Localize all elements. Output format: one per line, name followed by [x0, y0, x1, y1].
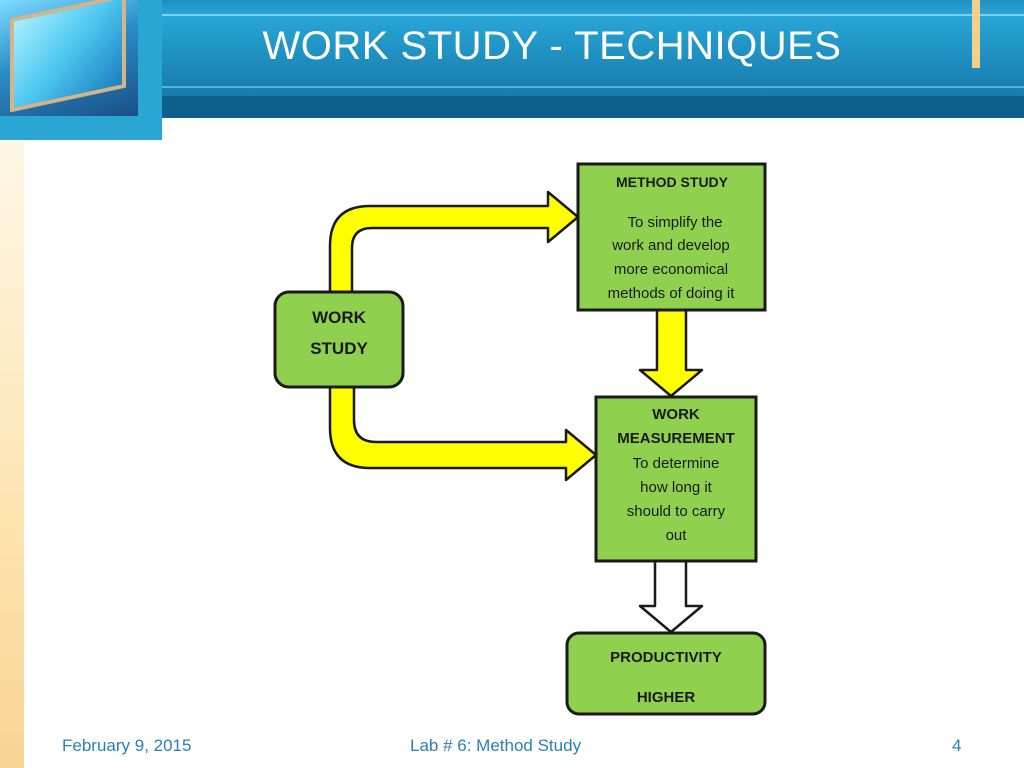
- footer-lab-title: Lab # 6: Method Study: [410, 736, 582, 755]
- header-highlight-line: [150, 14, 1024, 16]
- header-gold-accent: [972, 0, 980, 68]
- footer-date: February 9, 2015: [62, 736, 192, 755]
- method-study-line1: To simplify the: [627, 214, 722, 231]
- work-measurement-line4: out: [666, 527, 688, 544]
- work-measurement-box: WORK MEASUREMENT To determine how long i…: [594, 395, 758, 563]
- method-study-line3: more economical: [614, 261, 728, 278]
- header-bottom-band: [150, 96, 1024, 118]
- work-measurement-line1: To determine: [633, 455, 720, 472]
- method-study-box: METHOD STUDY To simplify the work and de…: [576, 162, 767, 312]
- work-measurement-line2: how long it: [640, 479, 713, 496]
- method-study-line4: methods of doing it: [608, 285, 736, 302]
- work-study-label-line2: STUDY: [310, 339, 368, 358]
- productivity-box: PRODUCTIVITY HIGHER: [565, 631, 767, 716]
- footer-page-number: 4: [952, 736, 962, 755]
- work-measurement-line3: should to carry: [627, 503, 726, 520]
- method-study-line2: work and develop: [611, 237, 730, 254]
- slide-header: WORK STUDY - TECHNIQUES: [0, 0, 1024, 140]
- computer-picture: [0, 0, 162, 140]
- header-divider-line: [150, 86, 1024, 88]
- work-study-label-line1: WORK: [312, 308, 367, 327]
- arrow-down-yellow: [638, 308, 704, 398]
- arrow-down-white: [638, 559, 704, 634]
- slide-title: WORK STUDY - TECHNIQUES: [262, 24, 842, 68]
- arrow-to-work-measurement: [328, 385, 598, 482]
- higher-label: HIGHER: [637, 689, 696, 706]
- productivity-label: PRODUCTIVITY: [610, 649, 722, 666]
- work-study-box: WORK STUDY: [273, 290, 405, 389]
- work-measurement-heading-line1: WORK: [652, 406, 700, 423]
- left-accent-strip: [0, 140, 24, 768]
- method-study-heading: METHOD STUDY: [616, 174, 729, 190]
- work-measurement-heading-line2: MEASUREMENT: [617, 430, 735, 447]
- arrow-to-method-study: [328, 190, 580, 297]
